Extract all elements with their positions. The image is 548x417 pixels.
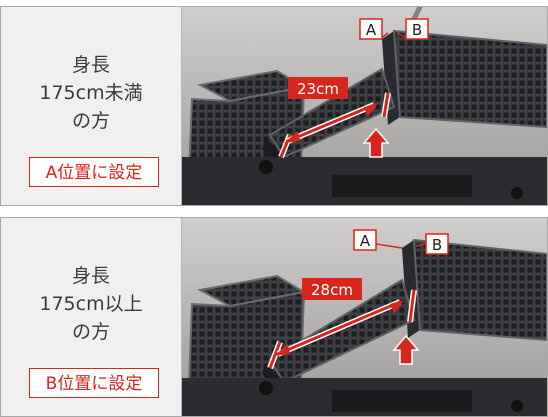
instruction-panel-b: 身長 175cm以上 の方 B位置に設定 <box>0 217 548 417</box>
seat-photo-a: 23cm A B <box>182 7 547 205</box>
condition-line-2: 175cm未満 <box>39 82 143 104</box>
height-condition-box: 身長 175cm未満 の方 A位置に設定 <box>1 7 182 205</box>
condition-line-1: 身長 <box>71 265 110 287</box>
marker-b-label: B <box>412 21 422 39</box>
condition-line-2: 175cm以上 <box>39 293 143 315</box>
height-condition-text: 身長 175cm未満 の方 <box>1 51 181 135</box>
condition-line-1: 身長 <box>71 54 110 76</box>
seat-photo-b: 28cm A B <box>182 218 547 416</box>
marker-a-label: A <box>360 232 371 250</box>
condition-line-3: の方 <box>71 110 110 132</box>
marker-a-label: A <box>366 21 377 39</box>
seat-photo-b-illustration: 28cm A B <box>182 218 547 416</box>
height-condition-box: 身長 175cm以上 の方 B位置に設定 <box>1 218 182 416</box>
seat-photo-a-illustration: 23cm A B <box>182 7 547 205</box>
setting-b-label: B位置に設定 <box>29 368 159 398</box>
height-condition-text: 身長 175cm以上 の方 <box>1 262 181 346</box>
distance-label: 28cm <box>311 281 353 299</box>
marker-b-label: B <box>432 236 442 254</box>
distance-label: 23cm <box>297 80 339 98</box>
condition-line-3: の方 <box>71 321 110 343</box>
instruction-panel-a: 身長 175cm未満 の方 A位置に設定 <box>0 6 548 206</box>
setting-a-label: A位置に設定 <box>29 157 159 187</box>
